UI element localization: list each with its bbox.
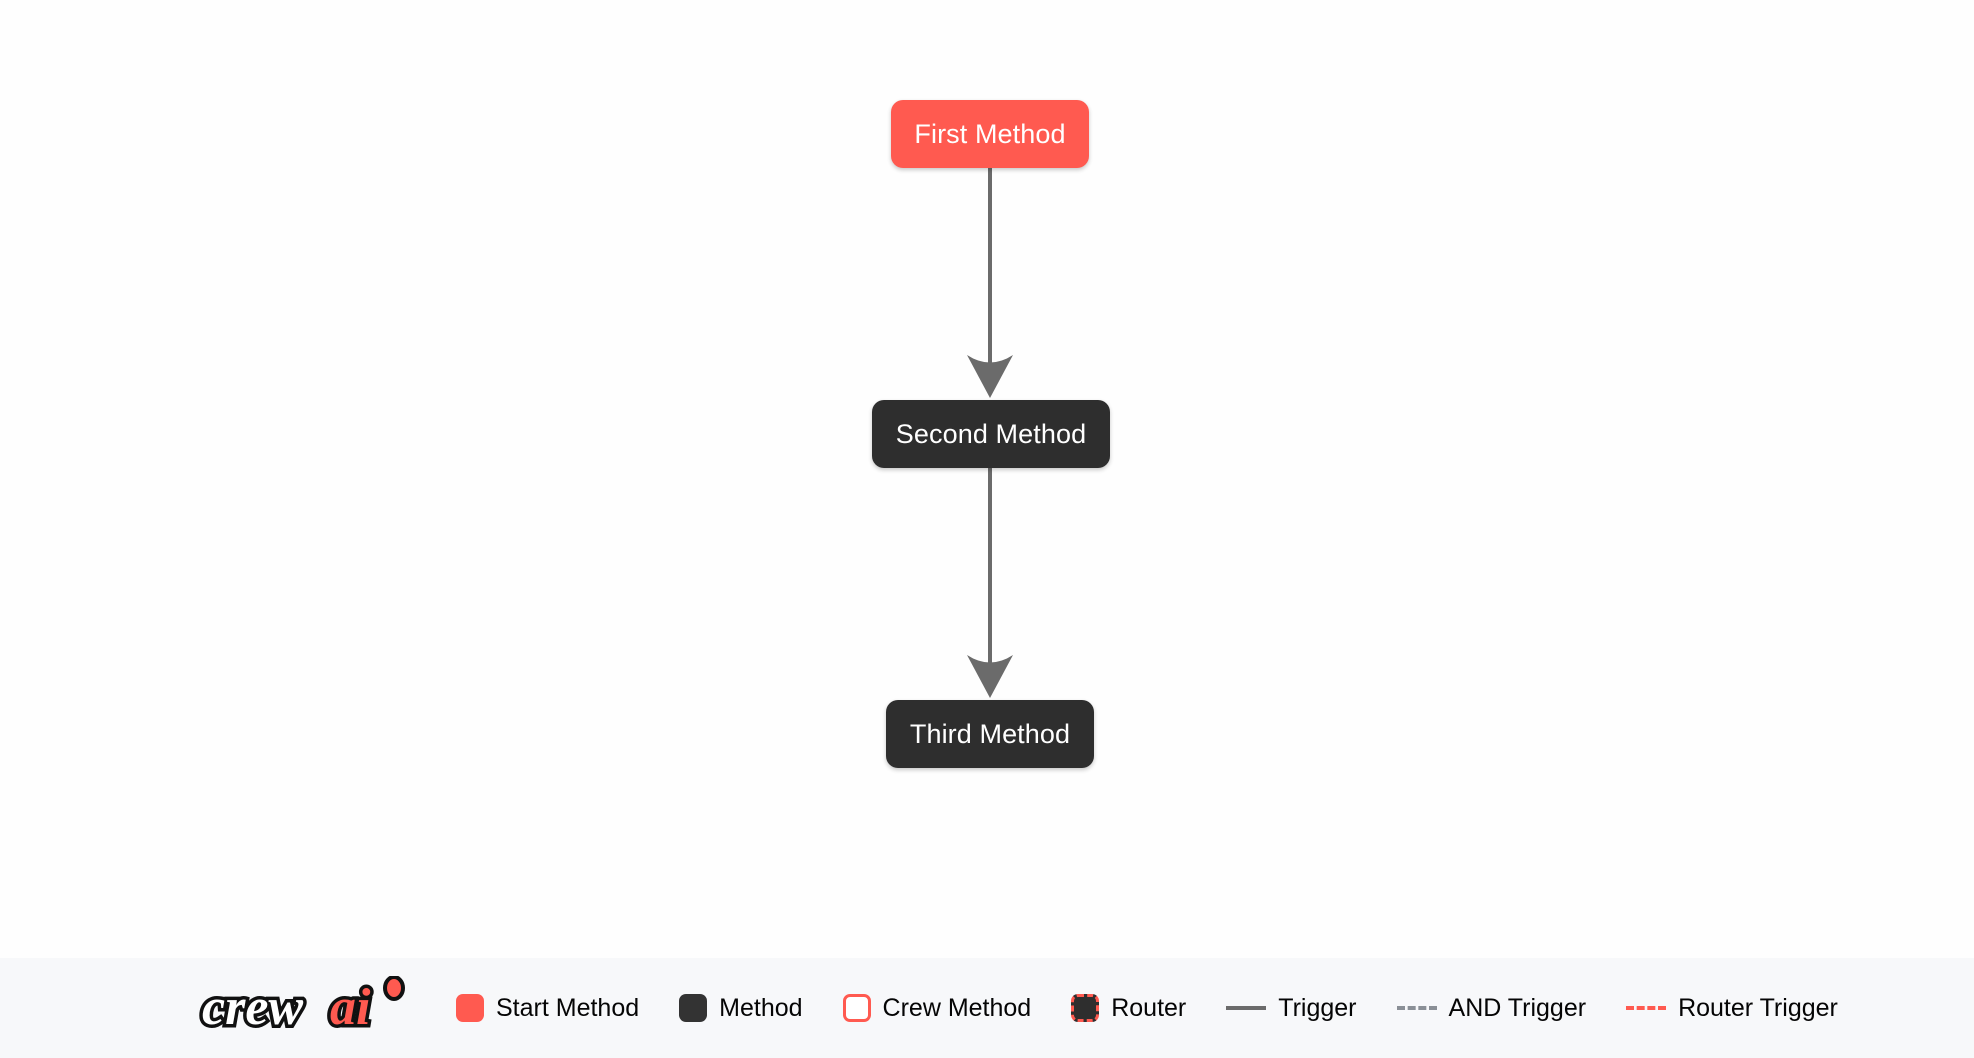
legend-item-router: Router — [1071, 994, 1186, 1023]
legend-item-router-trigger: Router Trigger — [1626, 994, 1838, 1023]
legend-label: Crew Method — [882, 993, 1032, 1022]
router-trigger-line-icon — [1626, 1006, 1667, 1010]
legend-label: Start Method — [496, 993, 640, 1022]
legend-item-method: Method — [679, 993, 803, 1023]
flow-node-label: Third Method — [909, 718, 1071, 749]
and-trigger-line-icon — [1396, 1006, 1437, 1010]
method-swatch-icon — [679, 994, 708, 1022]
start-method-swatch-icon — [456, 994, 484, 1022]
flow-node-label: Second Method — [895, 418, 1087, 449]
logo-text-ai: ai — [330, 979, 371, 1036]
legend-label: AND Trigger — [1448, 993, 1587, 1022]
flow-node-first-method[interactable]: First Method — [891, 100, 1089, 168]
router-swatch-icon — [1071, 994, 1100, 1022]
trigger-line-icon — [1226, 1006, 1267, 1010]
legend-item-and-trigger: AND Trigger — [1396, 993, 1587, 1023]
legend-item-trigger: Trigger — [1226, 993, 1357, 1023]
legend-item-start-method: Start Method — [456, 994, 639, 1023]
legend-label: Router — [1111, 993, 1187, 1022]
flow-node-second-method[interactable]: Second Method — [872, 400, 1110, 468]
edge-second-to-third — [967, 468, 1013, 698]
flow-node-third-method[interactable]: Third Method — [886, 700, 1094, 768]
flow-node-label: First Method — [914, 118, 1066, 149]
legend-label: Trigger — [1278, 993, 1357, 1022]
edge-first-to-second — [967, 168, 1013, 398]
legend-bar: crew ai Start Method Method Crew Method … — [0, 958, 1974, 1058]
crewai-logo: crew ai — [199, 976, 405, 1040]
flow-canvas[interactable]: First Method Second Method Third Method — [0, 0, 1974, 958]
logo-dot-icon — [383, 976, 405, 1001]
legend-label: Method — [719, 993, 803, 1022]
legend-label: Router Trigger — [1678, 993, 1838, 1022]
legend-item-crew-method: Crew Method — [842, 993, 1032, 1023]
logo-text-crew: crew — [202, 979, 303, 1036]
crew-method-swatch-icon — [842, 994, 871, 1022]
